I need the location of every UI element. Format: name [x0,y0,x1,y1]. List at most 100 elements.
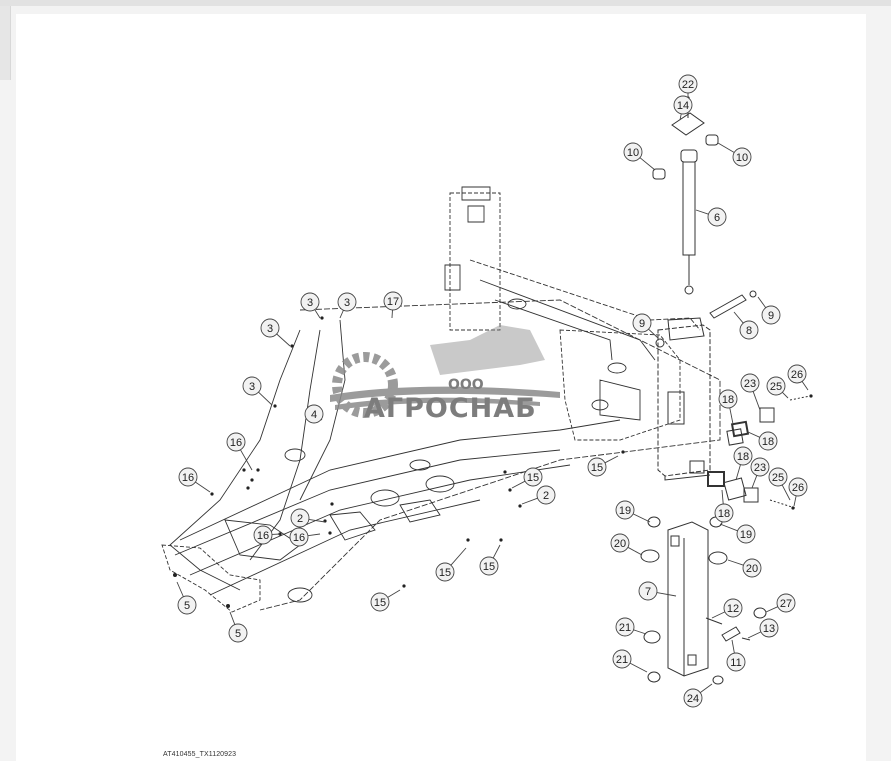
callout-number: 25 [770,381,782,393]
callout-bubble [758,431,778,451]
callout-number: 10 [736,152,748,164]
leader-line [387,589,401,598]
leader-line [604,455,619,464]
callout-10: 10 [717,142,752,167]
callout-number: 12 [727,603,739,615]
callout-5: 5 [228,611,248,643]
callout-8: 8 [733,311,759,340]
leader-line [240,449,253,471]
callout-number: 3 [307,297,313,309]
callout-3: 3 [242,376,273,406]
callout-bubble [536,485,556,505]
leader-line [747,631,762,639]
leader-line [782,392,789,399]
leader-line [717,142,735,153]
callout-number: 20 [746,563,758,575]
callout-18: 18 [714,489,734,523]
callout-23: 23 [740,373,761,411]
callout-number: 18 [762,436,774,448]
callout-number: 20 [614,538,626,550]
callout-bubble [732,147,752,167]
callout-5: 5 [176,581,197,615]
callout-bubble [253,525,273,545]
leader-line [801,381,809,391]
callout-number: 9 [639,318,645,330]
callout-number: 16 [293,532,305,544]
left-side-panel [0,6,11,80]
callout-bubble [383,291,403,311]
top-bar [0,0,891,6]
callout-9: 9 [757,296,781,325]
callout-19: 19 [719,523,756,544]
leader-line [258,391,273,406]
callout-23: 23 [750,457,770,489]
callout-3: 3 [337,292,357,319]
callout-bubble [673,95,693,115]
callout-bubble [766,376,786,396]
leader-line [727,559,744,566]
callout-number: 3 [249,381,255,393]
callout-bubble [615,617,635,637]
callout-13: 13 [747,618,779,639]
callout-17: 17 [383,291,403,319]
watermark-logo [330,325,560,418]
leader-line [793,495,797,507]
leader-line [195,481,211,493]
callout-number: 11 [730,657,741,669]
leader-line [276,333,291,347]
frame-drawing [161,186,721,613]
callout-26: 26 [787,364,809,391]
callout-bubble [726,652,746,672]
callout-22: 22 [678,74,698,98]
leader-line [307,533,321,537]
callout-16: 16 [289,527,321,547]
callout-bubble [736,524,756,544]
callout-number: 16 [230,437,242,449]
callout-number: 24 [687,693,699,705]
watermark-company-prefix: ООО [448,377,484,393]
leader-line [781,484,791,501]
callout-bubble [623,142,643,162]
callout-11: 11 [726,639,746,672]
callout-15: 15 [435,547,467,582]
leader-line [695,209,709,215]
callout-bubble [289,527,309,547]
leader-line [711,611,726,619]
figure-code: AT410455_TX1120923 [163,751,237,758]
leader-line [735,464,741,481]
callout-4: 4 [304,404,324,424]
callout-bubble [337,292,357,312]
leader-line [729,407,734,425]
callout-bubble [714,503,734,523]
callout-7: 7 [638,581,677,601]
callout-number: 15 [374,597,386,609]
leader-line [721,489,724,505]
leader-line [521,497,538,505]
callout-20: 20 [610,533,643,556]
callout-number: 23 [744,378,756,390]
callout-number: 3 [344,297,350,309]
callout-bubble [178,467,198,487]
callout-15: 15 [511,467,543,489]
leader-line [679,113,682,121]
leader-line [308,518,326,523]
callout-bubble [787,364,807,384]
leader-line [632,513,651,523]
callout-number: 15 [483,561,495,573]
callout-number: 21 [616,654,628,666]
callout-15: 15 [370,589,401,612]
callout-bubble [740,373,760,393]
callout-20: 20 [727,558,762,578]
leader-line [733,311,744,324]
callout-number: 17 [387,296,399,308]
callout-bubble [228,623,248,643]
callout-number: 6 [714,212,720,224]
callout-number: 18 [722,394,734,406]
callout-bubble [615,500,635,520]
leader-line [639,157,656,171]
callout-15: 15 [587,455,619,477]
leader-line [627,546,643,556]
callout-bubble [723,598,743,618]
